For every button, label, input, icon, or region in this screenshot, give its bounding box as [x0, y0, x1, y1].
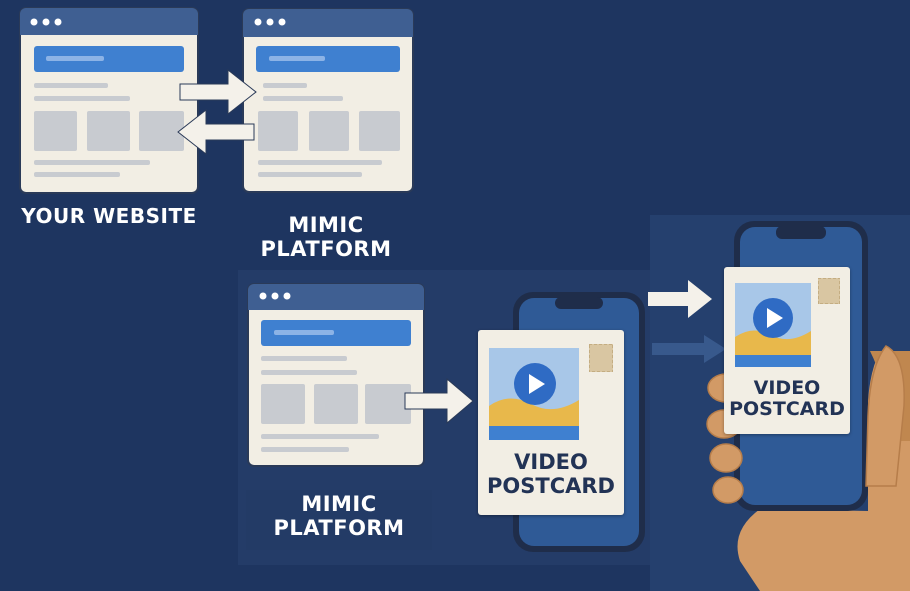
- arrow-left-icon: [177, 108, 255, 156]
- postcard-image: [489, 348, 579, 440]
- three-dots-icon: [259, 292, 291, 300]
- postcard-image: [735, 283, 811, 367]
- postcard-title-center: VIDEO POSTCARD: [487, 450, 615, 498]
- thumb: [865, 345, 905, 487]
- phone-notch: [555, 297, 603, 309]
- arrow-right-icon: [179, 68, 257, 116]
- mimic-window-top: [242, 8, 414, 193]
- content-tile: [34, 111, 77, 151]
- content-tile: [139, 111, 184, 151]
- arrow-right-icon: [652, 335, 726, 363]
- three-dots-icon: [254, 18, 286, 26]
- three-dots-icon: [30, 18, 62, 26]
- content-tile: [314, 384, 358, 424]
- video-postcard-hand: VIDEO POSTCARD: [724, 267, 850, 434]
- content-tile: [87, 111, 130, 151]
- header-bar: [261, 320, 411, 346]
- content-tile: [261, 384, 305, 424]
- stamp-icon: [589, 344, 613, 372]
- header-bar: [34, 46, 184, 72]
- your-website-label: YOUR WEBSITE: [21, 204, 197, 228]
- content-tile: [365, 384, 411, 424]
- arrow-right-icon: [648, 280, 712, 318]
- video-postcard-center: VIDEO POSTCARD: [478, 330, 624, 515]
- play-icon: [753, 298, 793, 338]
- header-bar: [256, 46, 400, 72]
- content-tile: [359, 111, 400, 151]
- stamp-icon: [818, 278, 840, 304]
- mimic-platform-label-bottom: MIMIC PLATFORM: [246, 490, 432, 550]
- mimic-platform-label-top: MIMIC PLATFORM: [260, 213, 392, 262]
- website-window: [19, 7, 199, 194]
- arrow-right-icon: [404, 377, 474, 425]
- content-tile: [258, 111, 298, 151]
- phone-notch: [776, 226, 826, 239]
- postcard-title-hand: VIDEO POSTCARD: [729, 377, 845, 421]
- content-tile: [309, 111, 349, 151]
- mimic-window-bottom: [247, 283, 425, 467]
- play-icon: [514, 363, 556, 405]
